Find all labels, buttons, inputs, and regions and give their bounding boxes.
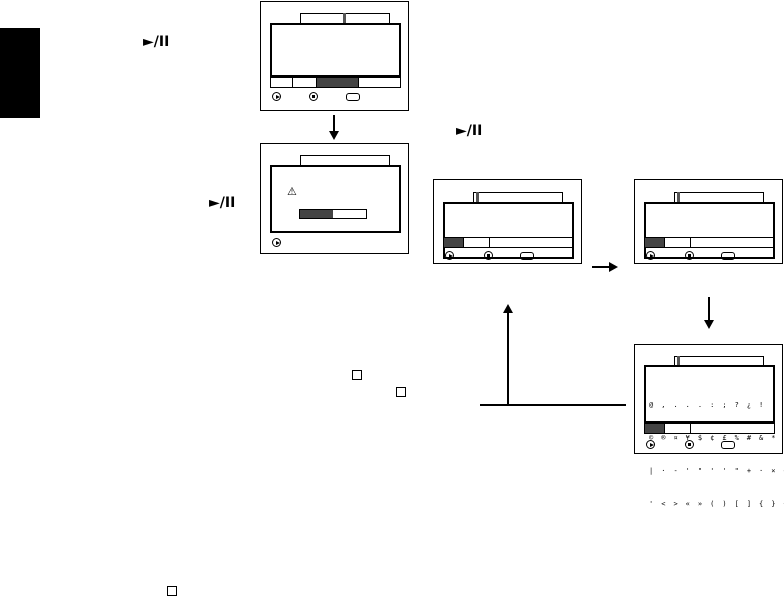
character-table: @ , . . . : ; ? ¿ ! ¡ ! / \ © ® ¤ ¥ $ ¢ … <box>649 378 784 532</box>
menu-segment <box>359 78 400 87</box>
menu-button-icon <box>721 252 735 260</box>
flow-arrow <box>329 131 339 140</box>
stop-icon <box>685 251 694 260</box>
character-row: © ® ¤ ¥ $ ¢ £ % # & * § µ ¶ <box>649 434 784 442</box>
play-icon <box>646 440 655 449</box>
menu-segment <box>271 78 293 87</box>
menu-segment <box>490 238 573 247</box>
flow-arrow-shaft <box>507 312 509 406</box>
menu-segment <box>665 424 691 433</box>
menu-button-icon <box>520 252 534 260</box>
menu-row <box>270 77 401 88</box>
play-pause-icon: ►/II <box>143 34 170 50</box>
screen-character-table: @ , . . . : ; ? ¿ ! ¡ ! / \ © ® ¤ ¥ $ ¢ … <box>634 344 784 508</box>
box-symbol <box>167 586 177 596</box>
play-icon <box>646 251 655 260</box>
tab-marker <box>677 356 680 367</box>
screen-title-edit <box>634 179 783 264</box>
menu-segment-selected <box>444 238 464 247</box>
screen-content-area <box>443 202 574 259</box>
tab-marker <box>677 192 680 203</box>
tab-marker <box>476 192 479 203</box>
menu-segment <box>691 424 774 433</box>
screen-menu <box>260 1 409 111</box>
play-icon <box>445 251 454 260</box>
character-row: @ , . . . : ; ? ¿ ! ¡ ! / \ <box>649 401 784 409</box>
menu-segment <box>293 78 317 87</box>
progress-bar <box>299 209 367 219</box>
progress-bar-fill <box>300 210 333 218</box>
flow-arrow-shaft <box>592 266 610 268</box>
box-symbol <box>396 387 406 397</box>
menu-button-icon <box>346 93 360 101</box>
flow-arrow <box>704 320 714 329</box>
menu-row <box>644 423 775 434</box>
menu-segment-selected <box>645 238 665 247</box>
menu-segment <box>464 238 490 247</box>
side-tab <box>0 28 40 118</box>
flow-arrow-shaft <box>708 297 710 322</box>
menu-segment-selected <box>317 78 359 87</box>
tab-marker <box>343 13 346 24</box>
box-symbol <box>352 370 362 380</box>
screen-title-edit <box>433 179 582 264</box>
character-row: | · - ' " ' ' " + · × ÷ = <box>649 467 784 475</box>
screen-content-area <box>270 165 401 233</box>
play-icon <box>272 92 281 101</box>
play-pause-icon: ►/II <box>209 195 236 211</box>
flow-arrow-shaft <box>333 115 335 133</box>
character-row: ' < > « » ( ) [ ] { } ¬ ± <box>649 500 784 508</box>
menu-segment <box>691 238 774 247</box>
menu-segment <box>665 238 691 247</box>
screen-progress: ⚠ <box>260 143 409 254</box>
stop-icon <box>309 92 318 101</box>
stop-icon <box>484 251 493 260</box>
stop-icon <box>685 440 694 449</box>
menu-segment-selected <box>645 424 665 433</box>
flow-arrow <box>503 304 513 313</box>
screen-content-area <box>644 365 775 423</box>
play-icon <box>272 238 281 247</box>
menu-row <box>644 237 775 248</box>
flow-arrow-shaft <box>480 404 626 406</box>
play-pause-icon: ►/II <box>456 123 483 139</box>
menu-row <box>443 237 574 248</box>
screen-content-area <box>270 23 401 77</box>
menu-button-icon <box>721 441 735 449</box>
flow-arrow <box>609 262 618 272</box>
screen-content-area <box>644 202 775 259</box>
warning-icon: ⚠ <box>287 185 297 198</box>
